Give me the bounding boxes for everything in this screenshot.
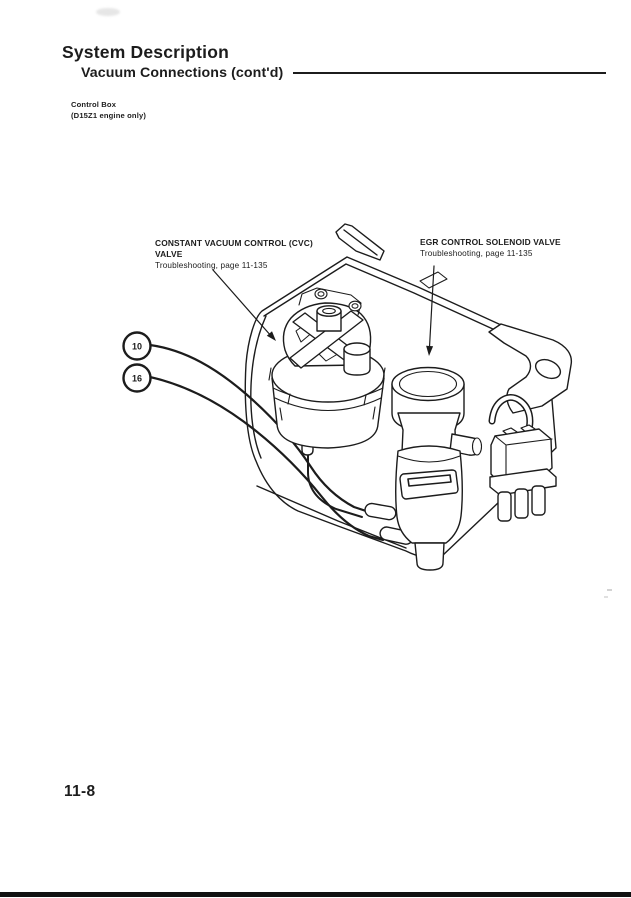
connector-prong-1 <box>497 491 512 522</box>
mount-bracket <box>488 323 573 414</box>
cvc-callout-line1: CONSTANT VACUUM CONTROL (CVC) <box>155 238 313 248</box>
page-number: 11-8 <box>64 783 96 800</box>
cvc-side-port-top <box>343 342 371 356</box>
hose-ref-10-circle <box>122 331 152 361</box>
cvc-rim-seam-2 <box>274 397 382 411</box>
cvc-screw-nub-left-inner <box>317 291 325 297</box>
cvc-center-port-bore <box>322 307 336 315</box>
harness-hook-core <box>490 395 532 435</box>
scan-artifact-smudge <box>96 8 120 16</box>
control-box-label: Control Box (D15Z1 engine only) <box>71 99 146 121</box>
egr-label-slot <box>407 474 452 487</box>
egr-cap-top-inner <box>398 370 458 398</box>
cvc-callout-line3: Troubleshooting, page 11-135 <box>155 261 268 270</box>
control-box-label-line2: (D15Z1 engine only) <box>71 111 147 120</box>
egr-nipple-tip <box>471 437 483 456</box>
egr-bottom-tip <box>414 542 445 571</box>
cvc-leader-line <box>212 269 273 338</box>
cvc-flange-ticks <box>268 367 386 421</box>
scan-artifact-speck-1 <box>607 589 612 591</box>
scan-artifact-speck-2 <box>604 596 608 598</box>
control-box-label-line1: Control Box <box>71 100 117 109</box>
page-bottom-rule <box>0 892 631 897</box>
box-top-tab-fold <box>343 229 378 256</box>
connector-prong-2 <box>514 488 529 519</box>
cvc-stem-hose <box>307 451 363 518</box>
hose-16-line <box>148 375 385 542</box>
hose-ref-16-number: 16 <box>132 374 142 384</box>
page-subtitle: Vacuum Connections (cont'd) <box>81 65 284 81</box>
egr-leader-arrowhead <box>426 345 434 356</box>
egr-callout-line2: Troubleshooting, page 11-135 <box>420 249 533 258</box>
cvc-screw-nub-right <box>348 300 362 312</box>
box-top-mark <box>419 271 448 289</box>
cvc-center-port-top <box>316 305 342 317</box>
cvc-side-port-body <box>343 348 371 376</box>
egr-callout-line1: EGR CONTROL SOLENOID VALVE <box>420 237 561 247</box>
box-top-edge-inner <box>263 263 507 336</box>
page-title: System Description <box>62 42 229 62</box>
hose-ref-16-circle <box>122 363 152 393</box>
egr-body-seam <box>397 455 461 463</box>
cvc-leader-arrowhead <box>266 331 276 341</box>
bracket-hole <box>534 358 562 380</box>
cvc-callout-line2: VALVE <box>155 249 183 259</box>
egr-cap-top <box>391 366 465 402</box>
hose-fitting-1 <box>364 502 397 521</box>
subtitle-rule <box>293 72 606 74</box>
cvc-screw-nub-right-inner <box>351 303 359 309</box>
box-left-edge-inner <box>250 315 267 459</box>
cvc-rib-nesw <box>289 310 364 369</box>
cvc-screw-nub-left <box>314 288 328 300</box>
hose-ref-10-number: 10 <box>132 342 142 352</box>
connector-prong-3 <box>531 485 546 516</box>
egr-leader-line <box>428 265 435 348</box>
